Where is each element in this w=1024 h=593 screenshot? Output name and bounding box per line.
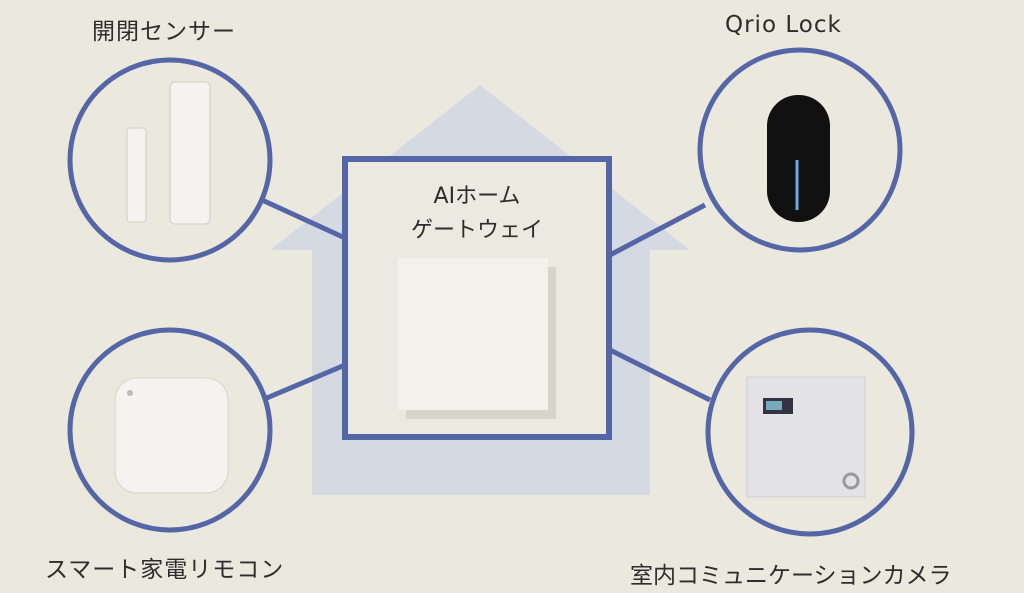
smart-lock-icon [767, 95, 830, 222]
gateway-title: AIホーム ゲートウェイ [343, 180, 611, 248]
gateway-title-line1: AIホーム [433, 184, 521, 209]
remote-icon [114, 377, 229, 494]
camera-label: 室内コミュニケーションカメラ [630, 563, 952, 589]
gateway-device-icon [398, 258, 556, 419]
lock-label: Qrio Lock [725, 12, 842, 38]
camera-icon [746, 376, 866, 498]
gateway-title-line2: ゲートウェイ [410, 218, 543, 243]
sensor-label: 開閉センサー [92, 19, 236, 45]
door-sensor-icon [126, 81, 211, 225]
connector-lines [260, 197, 712, 403]
remote-label: スマート家電リモコン [45, 557, 285, 583]
